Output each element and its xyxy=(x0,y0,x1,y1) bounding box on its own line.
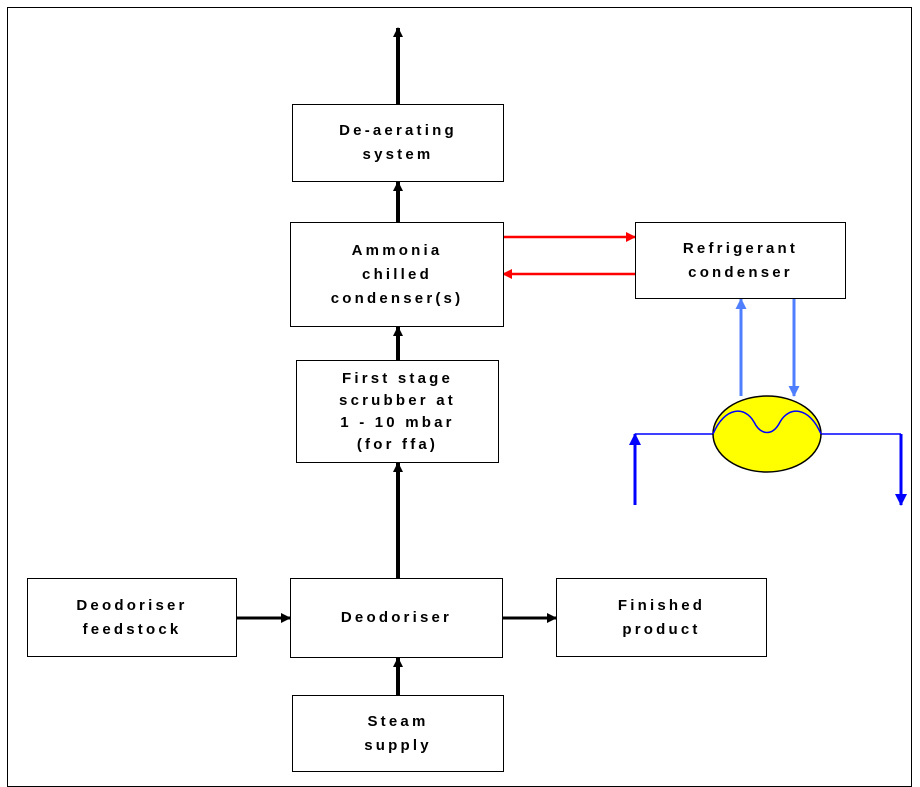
node-feedstock-label: Deodoriser feedstock xyxy=(76,596,188,638)
node-refrigerant-condenser-label: Refrigerant condenser xyxy=(682,239,799,281)
node-refrigerant-condenser: Refrigerant condenser xyxy=(635,222,846,299)
heat-exchanger-icon xyxy=(712,395,822,473)
node-deodoriser: Deodoriser xyxy=(290,578,503,658)
node-deaerating-label: De-aerating system xyxy=(339,122,457,163)
node-steam-supply: Steam supply xyxy=(292,695,504,772)
node-deodoriser-label: Deodoriser xyxy=(340,609,453,626)
node-finished-product-label: Finished product xyxy=(617,596,706,638)
node-finished-product: Finished product xyxy=(556,578,767,657)
node-deaerating: De-aerating system xyxy=(292,104,504,182)
node-ammonia-condenser-label: Ammonia chilled condenser(s) xyxy=(330,241,464,307)
node-feedstock: Deodoriser feedstock xyxy=(27,578,237,657)
node-steam-supply-label: Steam supply xyxy=(364,712,432,754)
node-ammonia-condenser: Ammonia chilled condenser(s) xyxy=(290,222,504,327)
node-scrubber-label: First stage scrubber at 1 - 10 mbar (for… xyxy=(339,369,456,453)
node-scrubber: First stage scrubber at 1 - 10 mbar (for… xyxy=(296,360,499,463)
